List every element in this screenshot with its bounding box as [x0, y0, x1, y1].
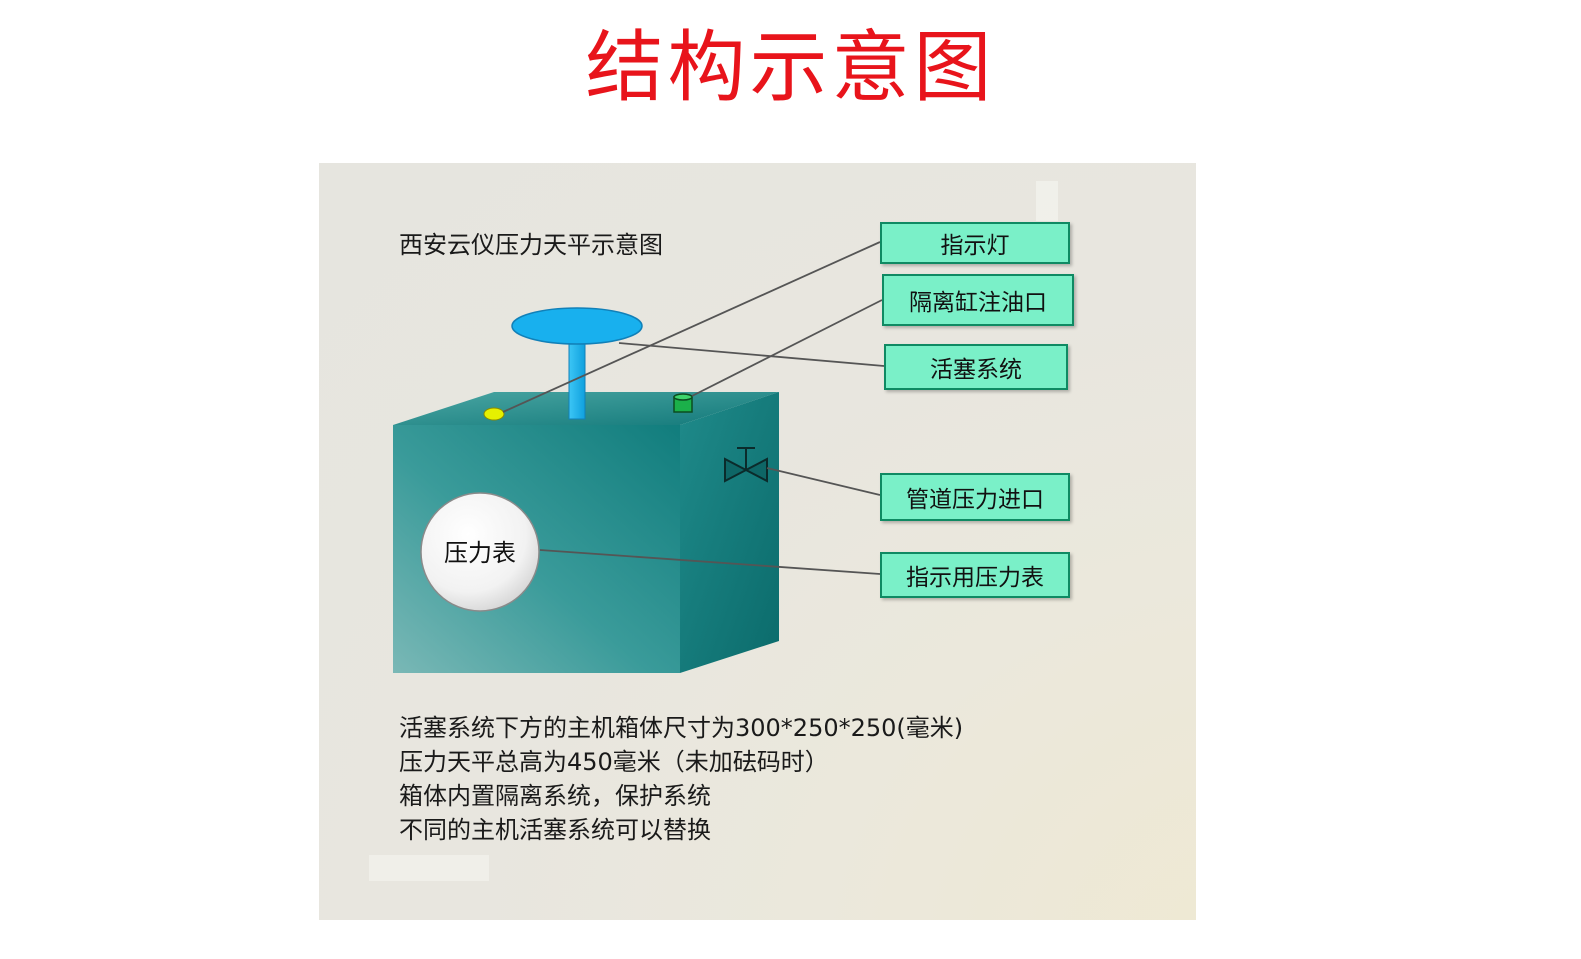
valve-icon — [724, 447, 768, 483]
callout-label: 隔离缸注油口 — [909, 290, 1047, 316]
callout-label: 管道压力进口 — [906, 487, 1044, 513]
callout-isolation-oil-port: 隔离缸注油口 — [882, 274, 1074, 326]
leader-line-indicator-light — [502, 241, 881, 413]
piston-plate — [511, 307, 643, 345]
leader-line-pipe-inlet — [766, 467, 881, 496]
box-side-face — [680, 392, 779, 673]
note-line: 不同的主机活塞系统可以替换 — [399, 816, 711, 844]
oil-port-icon — [673, 393, 693, 413]
note-line: 压力天平总高为450毫米（未加砝码时） — [399, 748, 829, 776]
diagram-panel: 西安云仪压力天平示意图 指示灯 隔离缸注油口 活塞系统 管道压力进口 指示用压力… — [319, 163, 1196, 920]
indicator-light-icon — [483, 407, 505, 421]
callout-pipe-pressure-inlet: 管道压力进口 — [880, 473, 1070, 521]
diagram-title: 西安云仪压力天平示意图 — [399, 231, 663, 259]
callout-label: 指示灯 — [940, 233, 1010, 259]
notes-block: 活塞系统下方的主机箱体尺寸为300*250*250(毫米) 压力天平总高为450… — [399, 711, 963, 847]
callout-label: 活塞系统 — [930, 357, 1022, 383]
callout-indicator-light: 指示灯 — [880, 222, 1070, 264]
callout-indicating-pressure-gauge: 指示用压力表 — [880, 552, 1070, 598]
leader-line-oil-port — [691, 299, 883, 397]
pressure-gauge-icon — [420, 492, 540, 612]
note-line: 箱体内置隔离系统，保护系统 — [399, 782, 711, 810]
callout-label: 指示用压力表 — [906, 565, 1044, 591]
note-line: 活塞系统下方的主机箱体尺寸为300*250*250(毫米) — [399, 714, 964, 742]
leader-line-pressure-gauge — [539, 549, 881, 575]
leader-line-piston-system — [618, 342, 885, 367]
page-title: 结构示意图 — [585, 23, 996, 113]
structure-diagram — [369, 181, 1058, 881]
gauge-label: 压力表 — [444, 539, 516, 567]
callout-piston-system: 活塞系统 — [884, 344, 1068, 390]
